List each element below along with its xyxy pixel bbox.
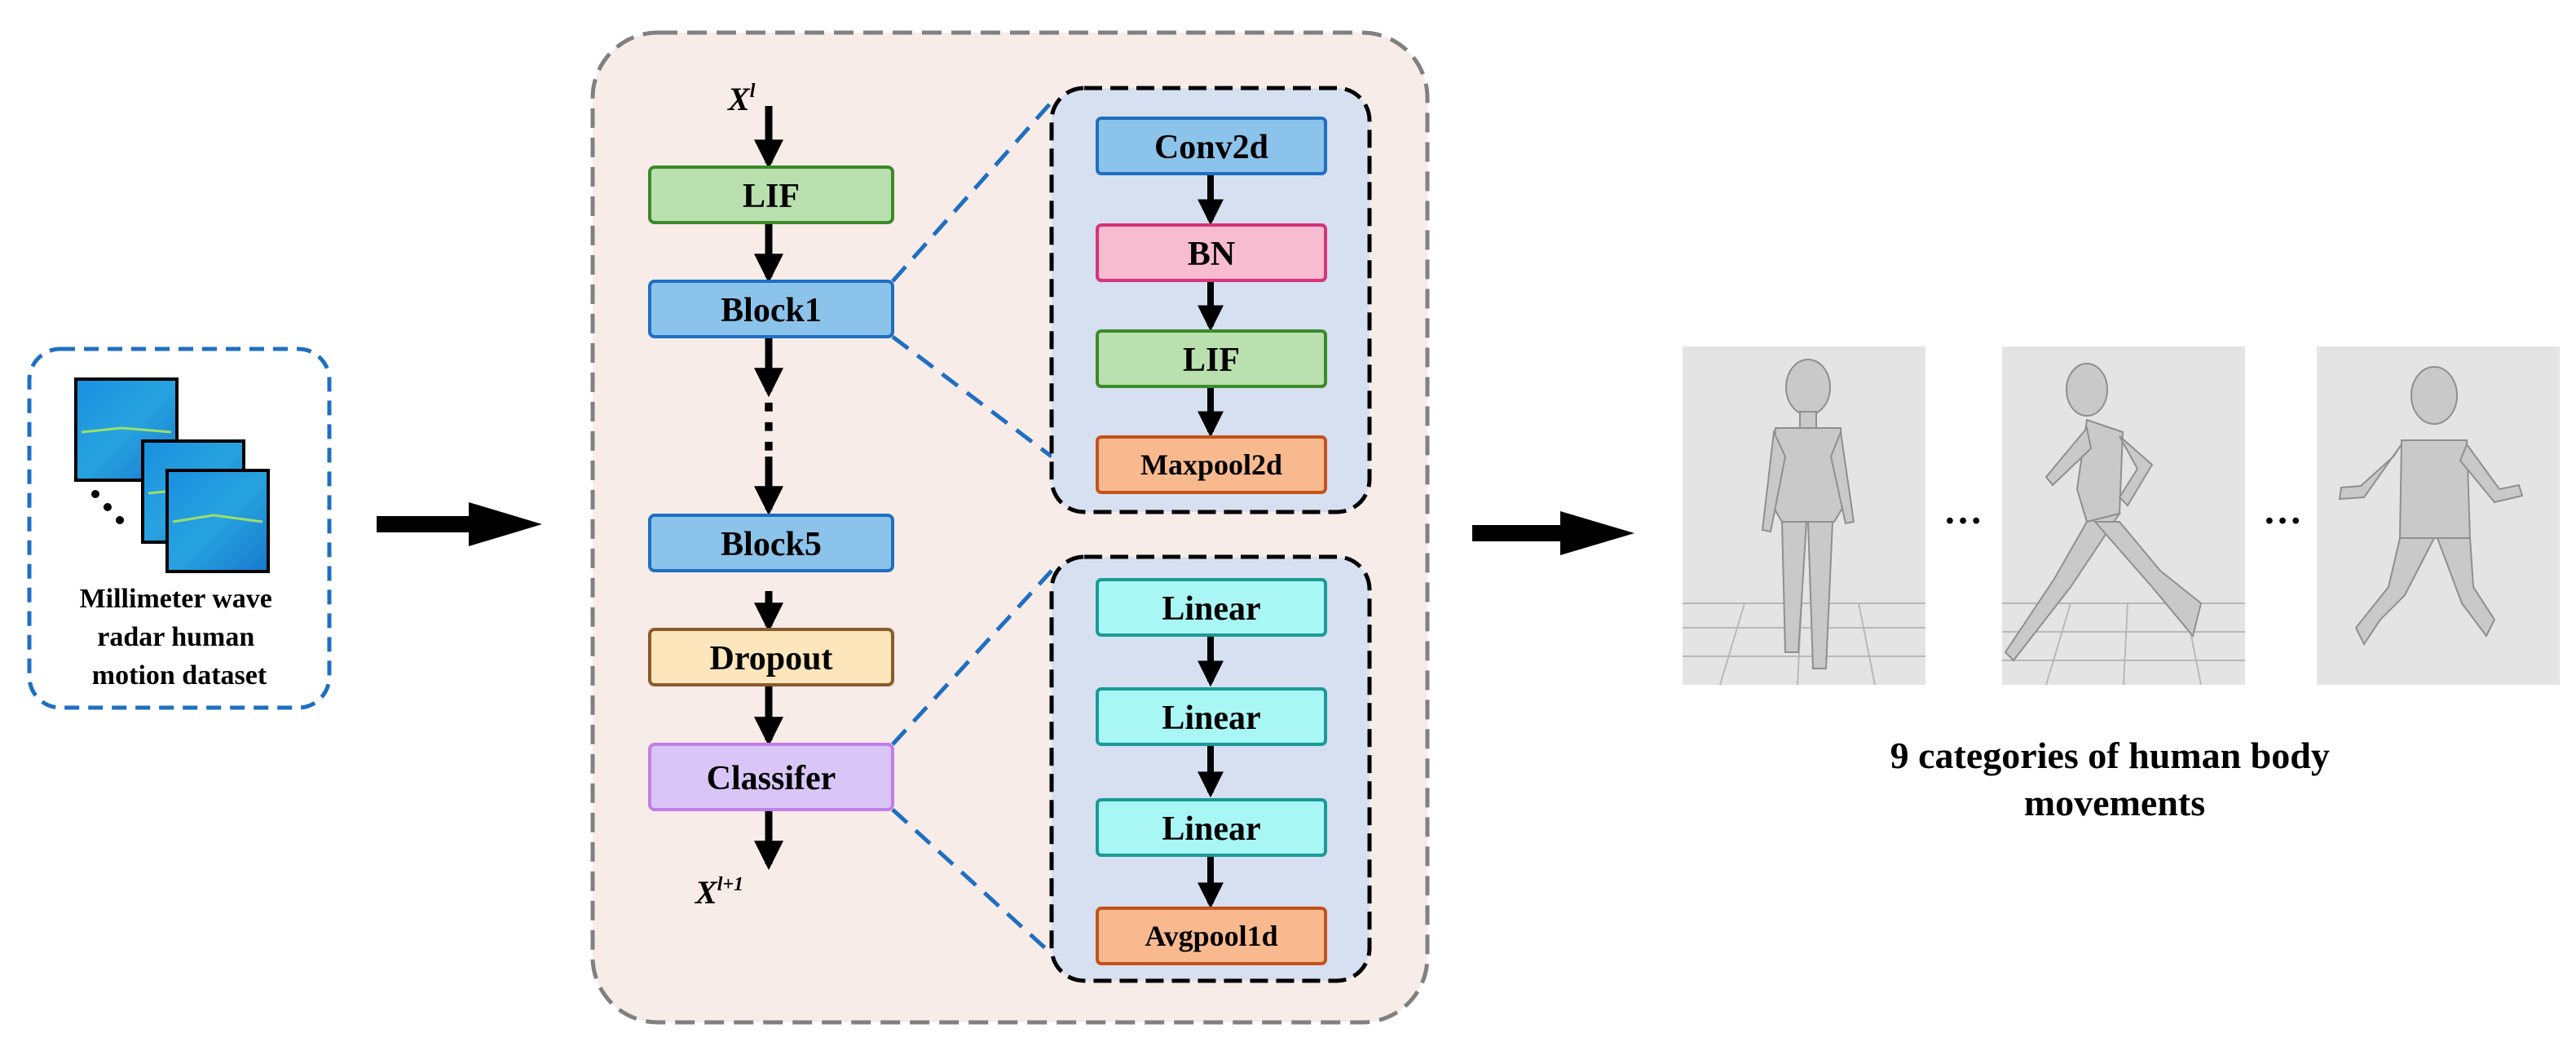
- output-label: Xl+1: [694, 874, 743, 911]
- flow-arrow-to-output: [1472, 511, 1634, 555]
- detail-block-bn: BN: [1096, 223, 1327, 282]
- dataset-caption-line-1: Millimeter wave: [80, 584, 272, 614]
- svg-text:Avgpool1d: Avgpool1d: [1145, 920, 1277, 952]
- detail-block-lif: LIF: [1096, 329, 1327, 388]
- classifier-detail-panel: Linear Linear Linear Avgpool1d: [1049, 554, 1372, 983]
- svg-text:Dropout: Dropout: [710, 640, 833, 677]
- svg-text:Maxpool2d: Maxpool2d: [1140, 448, 1282, 481]
- main-block-classifer: Classifer: [648, 743, 894, 811]
- svg-text:Linear: Linear: [1162, 810, 1260, 848]
- svg-text:Linear: Linear: [1162, 700, 1260, 737]
- main-block-block1: Block1: [648, 280, 894, 338]
- detail-block-linear-2: Linear: [1096, 687, 1327, 746]
- svg-text:Millimeter wave radar hu: Millimeter wave radar human motion datas…: [80, 584, 280, 691]
- detail-block-linear-1: Linear: [1096, 578, 1327, 637]
- output-figures: … …: [1683, 346, 2560, 686]
- svg-text:BN: BN: [1188, 236, 1235, 273]
- expansion-lines: [891, 100, 1053, 956]
- dataset-caption-line-2: radar human: [97, 622, 254, 652]
- main-block-block5: Block5: [648, 514, 894, 572]
- detail-block-conv2d: Conv2d: [1096, 117, 1327, 175]
- input-label: Xl: [726, 81, 756, 117]
- detail-block-avgpool1d: Avgpool1d: [1096, 907, 1327, 965]
- svg-text:Block5: Block5: [721, 526, 822, 563]
- human-figure-walking: [1683, 346, 1925, 686]
- svg-text:LIF: LIF: [1183, 342, 1240, 379]
- flow-arrow-to-network: [377, 502, 542, 546]
- main-block-dropout: Dropout: [648, 628, 894, 686]
- human-figure-kneeling: [2317, 346, 2560, 685]
- figures-ellipsis-2: …: [2263, 489, 2302, 532]
- dataset-panel: Millimeter wave radar human motion datas…: [27, 346, 332, 710]
- vertical-ellipsis: ⋮: [740, 395, 797, 457]
- svg-text:Block1: Block1: [721, 292, 822, 329]
- human-figure-running: [2002, 346, 2245, 686]
- svg-text:Linear: Linear: [1162, 590, 1260, 628]
- detail-block-linear-3: Linear: [1096, 798, 1327, 857]
- block-detail-panel: Conv2d BN LIF Maxpool2d: [1049, 86, 1372, 514]
- output-caption: 9 categories of human body movements: [1890, 735, 2340, 823]
- network-panel: Xl ⋮ LIF Block1 Block5 Dropout: [590, 30, 1430, 1025]
- figures-ellipsis-1: …: [1943, 489, 1983, 532]
- svg-text:Classifer: Classifer: [707, 760, 836, 797]
- spectrogram-stack-icon: [74, 377, 270, 573]
- svg-text:LIF: LIF: [743, 178, 800, 215]
- dataset-caption-line-3: motion dataset: [92, 660, 267, 691]
- svg-text:Conv2d: Conv2d: [1154, 129, 1268, 166]
- main-block-lif: LIF: [648, 166, 894, 224]
- detail-block-maxpool2d: Maxpool2d: [1096, 435, 1327, 494]
